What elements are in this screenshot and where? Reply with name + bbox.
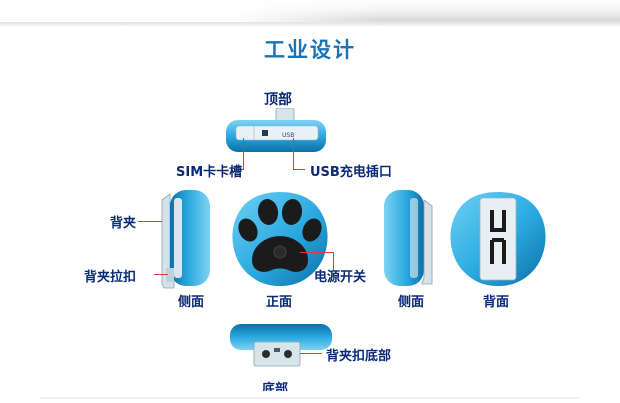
usb-leader-line (293, 138, 294, 170)
sim-leader-line-h (240, 169, 244, 170)
label-front: 正面 (266, 295, 293, 310)
label-back: 背面 (483, 295, 510, 310)
back-clip-leader-line (138, 221, 162, 222)
usb-leader-line-h (293, 169, 305, 170)
label-usb-port: USB充电插口 (310, 165, 392, 180)
page-title: 工业设计 (264, 38, 356, 62)
device-back-view (450, 192, 546, 286)
device-bottom-view (230, 324, 332, 367)
device-right-side-view (384, 190, 433, 286)
bottom-buckle-leader-line (300, 353, 322, 354)
power-leader-line-v (333, 252, 334, 270)
label-clip-buckle-bottom: 背夹扣底部 (326, 349, 392, 364)
label-top: 顶部 (264, 92, 292, 108)
label-side-left: 侧面 (178, 295, 205, 310)
label-sim-slot: SIM卡卡槽 (176, 165, 243, 180)
top-banner-highlight (0, 0, 380, 22)
buckle-leader-line (154, 274, 168, 275)
device-front-view (232, 192, 328, 286)
label-power-switch: 电源开关 (314, 270, 367, 285)
device-top-view: USB (226, 108, 326, 152)
label-side-right: 侧面 (398, 295, 425, 310)
sim-leader-line (243, 138, 244, 170)
power-leader-line-h (300, 252, 334, 253)
label-back-clip-buckle: 背夹拉扣 (84, 270, 137, 285)
bottom-faint-line (40, 397, 580, 399)
device-left-side-view (161, 190, 210, 289)
usb-marking-text: USB (282, 132, 294, 139)
label-back-clip: 背夹 (110, 216, 137, 231)
